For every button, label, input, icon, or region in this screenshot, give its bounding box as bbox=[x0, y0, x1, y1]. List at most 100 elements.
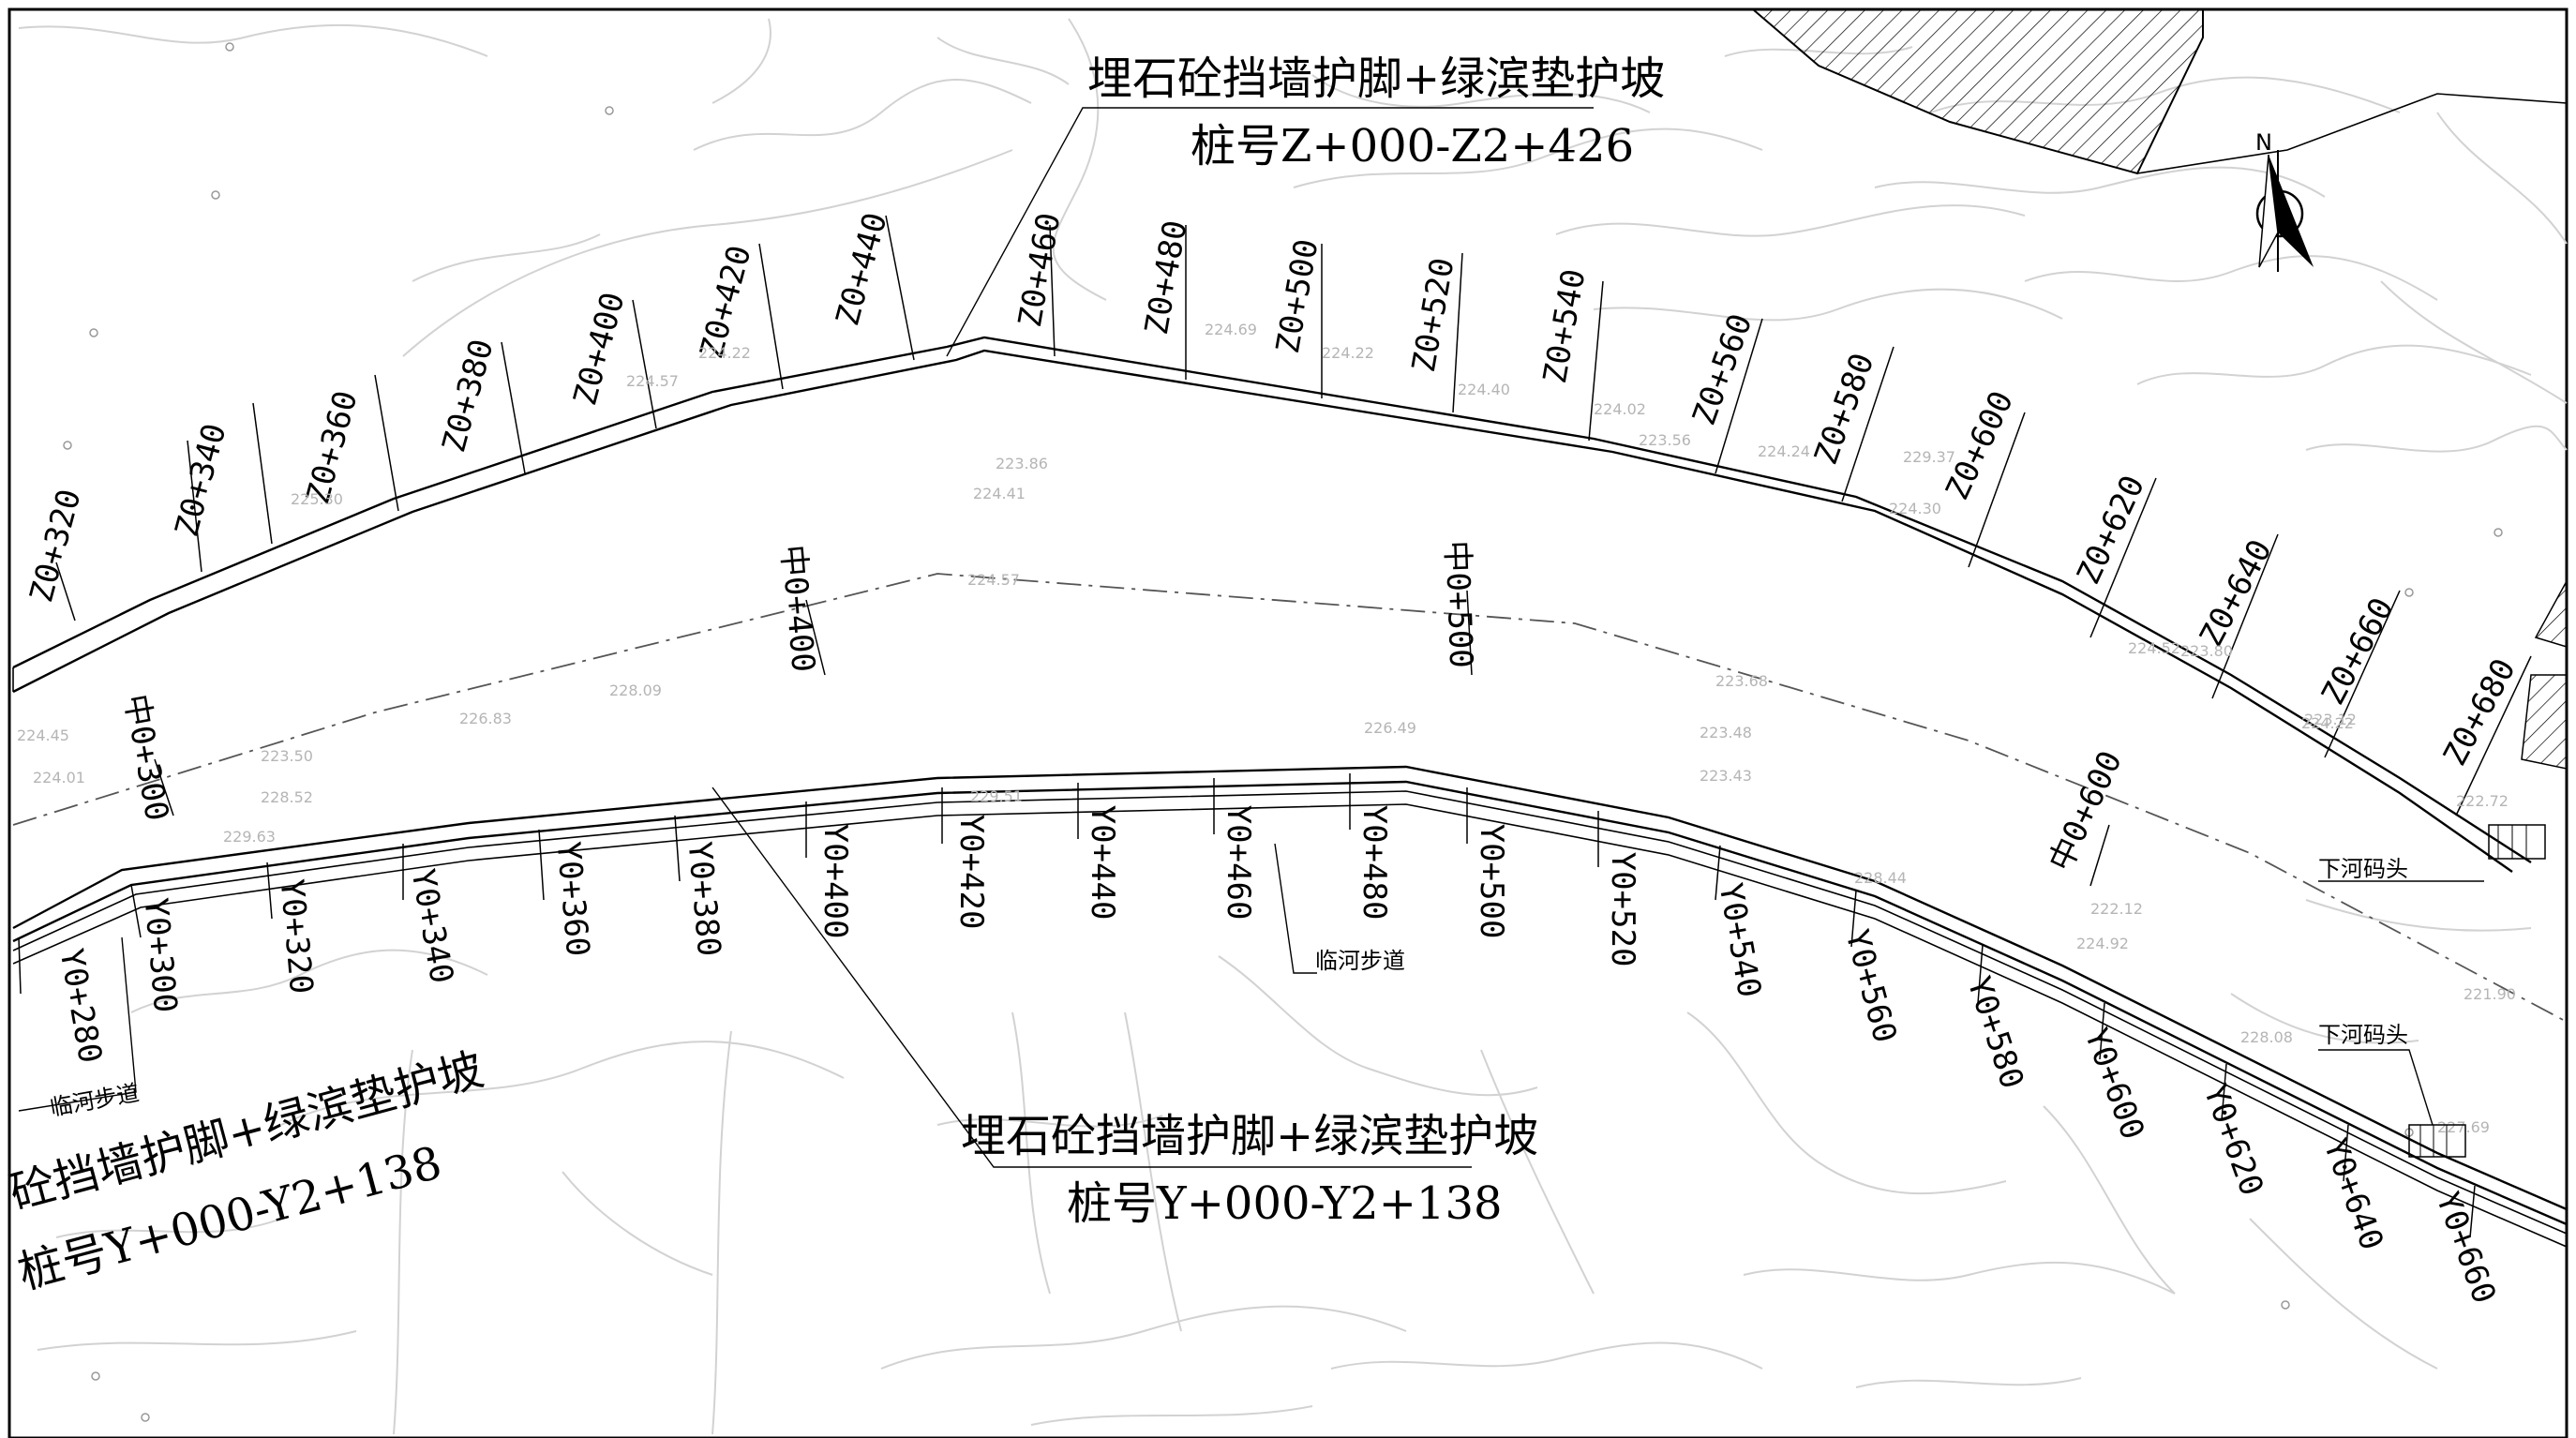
station-label: Z0+660 bbox=[2314, 592, 2402, 711]
station-label: Y0+420 bbox=[952, 815, 990, 930]
south-annotation-leader bbox=[711, 786, 1472, 1168]
road-edge bbox=[2136, 93, 2568, 174]
elevation-label: 225.30 bbox=[291, 490, 343, 508]
station-label: Z0+460 bbox=[1011, 210, 1069, 330]
north-annotation-leader bbox=[946, 107, 1594, 357]
spot-elevations: 224.45 224.01 223.50 228.52 229.63 226.8… bbox=[17, 321, 2516, 1136]
station-label: 中0+300 bbox=[116, 691, 175, 823]
hatched-structure-east-1 bbox=[2534, 580, 2568, 649]
station-label: 中0+400 bbox=[773, 543, 822, 673]
elevation-label: 228.44 bbox=[1854, 869, 1907, 887]
station-label: Z0+440 bbox=[829, 209, 894, 330]
station-label: Z0+400 bbox=[566, 289, 632, 410]
station-label: Y0+280 bbox=[52, 946, 109, 1066]
station-label: Z0+380 bbox=[435, 336, 501, 457]
walkway-leader-left bbox=[18, 936, 137, 1112]
elevation-label: 224.57 bbox=[626, 372, 679, 390]
station-label: Y0+460 bbox=[1220, 805, 1257, 921]
wharf-south bbox=[2318, 1049, 2466, 1158]
elevation-label: 227.69 bbox=[2437, 1118, 2490, 1136]
wharf-north bbox=[2318, 824, 2546, 882]
station-label: Z0+500 bbox=[1269, 236, 1326, 356]
north-arrow-letter: N bbox=[2255, 129, 2272, 156]
station-label: Y0+320 bbox=[273, 877, 321, 996]
north-arrow: N bbox=[2255, 129, 2314, 272]
elevation-label: 229.63 bbox=[223, 828, 276, 846]
station-label: Y0+500 bbox=[1473, 824, 1510, 939]
elevation-label: 223.80 bbox=[2180, 642, 2233, 660]
elevation-label: 223.68 bbox=[1715, 672, 1768, 690]
station-label: Z0+540 bbox=[1536, 266, 1594, 386]
south-annotation-title: 埋石砼挡墙护脚+绿滨垫护坡 bbox=[961, 1110, 1538, 1162]
elevation-label: 224.69 bbox=[1205, 321, 1257, 338]
elevation-label: 224.41 bbox=[973, 485, 1026, 502]
elevation-label: 224.24 bbox=[1758, 442, 1810, 460]
elevation-label: 223.48 bbox=[1700, 724, 1752, 741]
station-label: Z0+620 bbox=[2070, 470, 2152, 590]
elevation-label: 224.01 bbox=[33, 769, 85, 786]
elevation-label: 222.12 bbox=[2090, 900, 2143, 918]
elevation-label: 224.52 bbox=[2128, 639, 2180, 657]
elevation-label: 224.22 bbox=[698, 344, 751, 362]
elevation-label: 224.40 bbox=[1458, 381, 1510, 398]
station-label: Z0+580 bbox=[1807, 349, 1882, 470]
terrain-symbols bbox=[63, 42, 2503, 1422]
south-annotation-station: 桩号Y+000-Y2+138 bbox=[1067, 1177, 1503, 1230]
left-bank-wall bbox=[12, 336, 2532, 873]
station-label: Y0+560 bbox=[1837, 926, 1903, 1047]
elevation-label: 228.09 bbox=[609, 682, 662, 699]
station-label: Y0+380 bbox=[681, 840, 728, 958]
station-label: Z0+640 bbox=[2193, 533, 2280, 652]
station-label: Y0+340 bbox=[403, 866, 460, 986]
elevation-label: 229.37 bbox=[1903, 448, 1955, 466]
station-label: Y0+440 bbox=[1084, 805, 1121, 921]
station-label: Y0+640 bbox=[2316, 1134, 2391, 1255]
station-label: 中0+500 bbox=[1438, 540, 1480, 669]
wharf-label-south: 下河码头 bbox=[2318, 1022, 2408, 1048]
right-bank-wall bbox=[12, 765, 2568, 1248]
elevation-label: 223.56 bbox=[1639, 431, 1691, 449]
elevation-label: 224.22 bbox=[2301, 714, 2354, 732]
station-label: Z0+560 bbox=[1685, 309, 1760, 430]
north-annotation-title: 埋石砼挡墙护脚+绿滨垫护坡 bbox=[1087, 52, 1665, 105]
station-label: Y0+620 bbox=[2196, 1080, 2271, 1201]
elevation-label: 226.49 bbox=[1364, 719, 1416, 737]
walkway-label: 临河步道 bbox=[1315, 948, 1405, 974]
elevation-label: 224.57 bbox=[967, 571, 1020, 589]
station-label: Y0+400 bbox=[816, 824, 854, 939]
station-label: Z0+320 bbox=[22, 486, 88, 607]
elevation-label: 223.43 bbox=[1700, 767, 1752, 785]
centerline-stations: 中0+300 中0+400 中0+500 中0+600 bbox=[116, 540, 2130, 887]
hatched-structure-east-2 bbox=[2521, 674, 2568, 770]
station-label: Z0+340 bbox=[168, 420, 233, 541]
elevation-label: 223.86 bbox=[996, 455, 1048, 472]
station-label: Z0+680 bbox=[2436, 652, 2524, 771]
channel-centerline bbox=[12, 573, 2568, 1023]
station-label: Z0+600 bbox=[1939, 385, 2021, 505]
wharf-label-north: 下河码头 bbox=[2318, 856, 2408, 882]
elevation-label: 228.08 bbox=[2240, 1028, 2293, 1046]
elevation-label: 221.90 bbox=[2464, 985, 2516, 1003]
station-label: Z0+520 bbox=[1405, 255, 1462, 375]
elevation-label: 224.92 bbox=[2076, 935, 2129, 952]
elevation-label: 224.22 bbox=[1322, 344, 1374, 362]
elevation-label: 223.50 bbox=[261, 747, 313, 765]
station-label: Y0+580 bbox=[1959, 972, 2030, 1093]
hatched-building bbox=[1750, 8, 2204, 175]
elevation-label: 228.52 bbox=[261, 788, 313, 806]
north-annotation-station: 桩号Z+000-Z2+426 bbox=[1191, 120, 1634, 172]
elevation-label: 226.83 bbox=[459, 710, 512, 727]
elevation-label: 223.12 bbox=[2304, 711, 2357, 728]
elevation-label: 222.72 bbox=[2456, 792, 2509, 810]
left-bank-stations: Z0+320 Z0+340 Z0+360 Z0+380 Z0+400 Z0+42… bbox=[22, 209, 2532, 816]
station-label: Y0+540 bbox=[1711, 880, 1768, 1000]
station-label: Y0+520 bbox=[1604, 852, 1641, 967]
elevation-label: 229.51 bbox=[970, 787, 1023, 805]
station-label: Y0+480 bbox=[1355, 805, 1393, 921]
walkway-label-left: 临河步道 bbox=[48, 1080, 141, 1121]
station-label: Y0+300 bbox=[137, 896, 185, 1014]
station-label: Y0+660 bbox=[2429, 1188, 2504, 1309]
elevation-label: 224.45 bbox=[17, 726, 69, 744]
station-label: Y0+360 bbox=[549, 840, 597, 958]
